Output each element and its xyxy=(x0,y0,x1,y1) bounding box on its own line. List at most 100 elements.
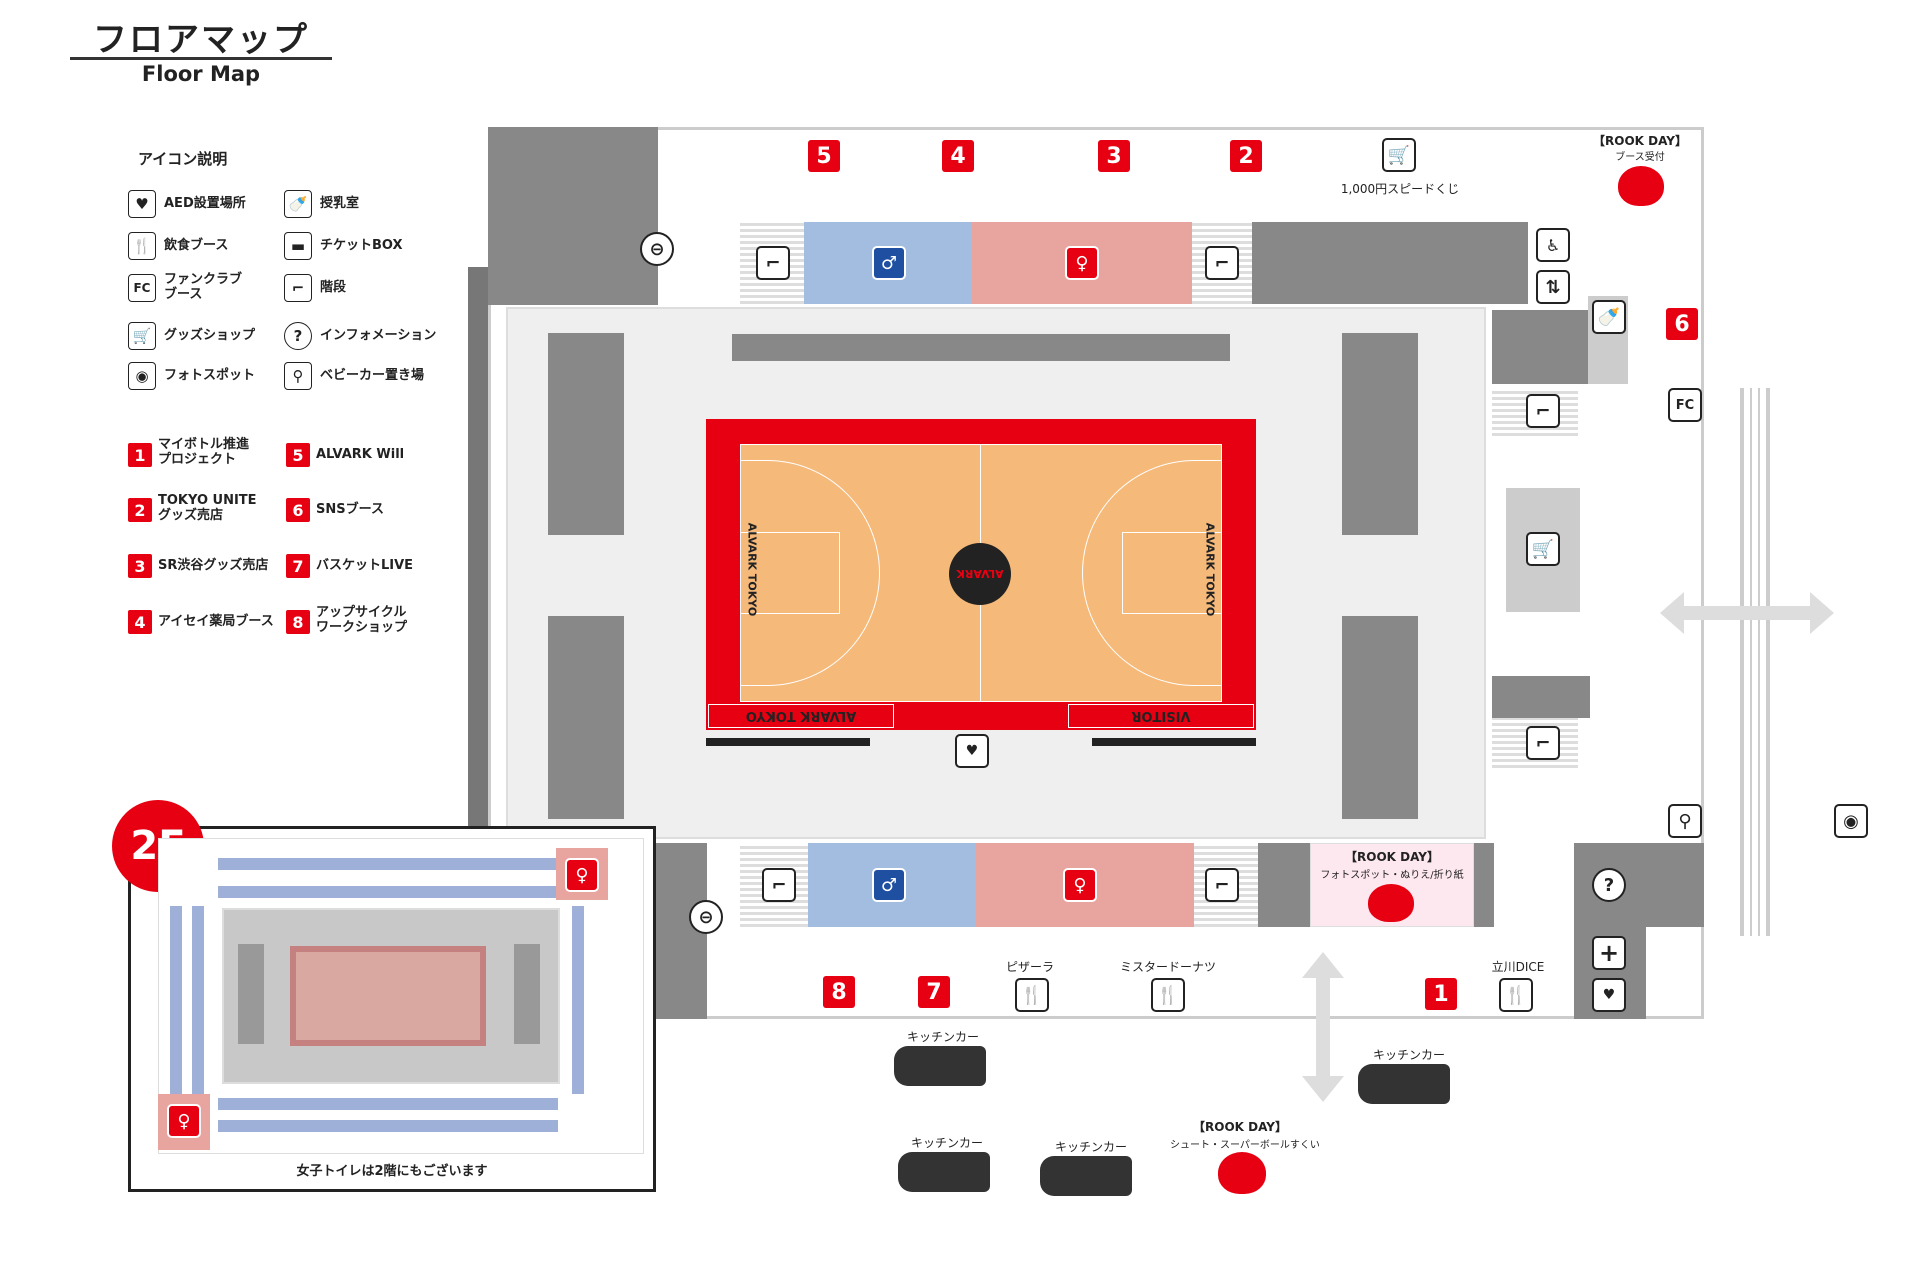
booth-number-3: 3 xyxy=(128,554,152,578)
kitchen-car xyxy=(1358,1064,1450,1104)
seating-right-top xyxy=(1342,333,1418,535)
camera-icon: ◉ xyxy=(128,362,156,390)
inset-seat-top-2 xyxy=(218,886,558,898)
kitchen-car-label: キッチンカー xyxy=(1372,1048,1445,1062)
paint-left xyxy=(740,532,840,614)
inset-seat-left-1 xyxy=(170,906,182,1094)
center-logo: ALVARK xyxy=(949,543,1011,605)
booth-label-1: マイボトル推進 プロジェクト xyxy=(158,437,250,467)
right-arrow-shaft xyxy=(1668,606,1826,620)
female-icon: ♀ xyxy=(1063,868,1097,902)
kitchen-car-label: キッチンカー xyxy=(910,1136,983,1150)
court-side-right: ALVARK TOKYO xyxy=(1203,522,1217,617)
booth-6-marker: 6 xyxy=(1666,308,1698,340)
upper-left-block xyxy=(488,127,658,305)
rook-bear-icon xyxy=(1218,1152,1266,1194)
inset-seat-top-1 xyxy=(218,858,558,870)
female-icon: ♀ xyxy=(167,1104,201,1138)
baseline-visitor: VISITOR xyxy=(1068,704,1254,728)
misdo-label: ミスタードーナツ xyxy=(1119,960,1216,974)
rook-bear-icon xyxy=(1368,884,1414,922)
arrow-left-head xyxy=(1660,592,1684,634)
booth-number-5: 5 xyxy=(286,443,310,467)
kitchen-car xyxy=(894,1046,986,1086)
bench-right xyxy=(1092,738,1256,746)
booth-label-2: TOKYO UNITE グッズ売店 xyxy=(158,493,257,523)
booth-number-7: 7 xyxy=(286,554,310,578)
shop-icon: 🛒 xyxy=(1382,138,1416,172)
booth-number-8: 8 xyxy=(286,610,310,634)
booth-4-marker: 4 xyxy=(942,140,974,172)
food-icon: 🍴 xyxy=(128,232,156,260)
bottom-block-2 xyxy=(1474,843,1494,927)
female-icon: ♀ xyxy=(1065,246,1099,280)
seating-right-bottom xyxy=(1342,616,1418,819)
female-icon: ♀ xyxy=(565,858,599,892)
male-icon: ♂ xyxy=(872,246,906,280)
rook-day-photo-sub: フォトスポット・ぬりえ/折り紙 xyxy=(1320,870,1464,881)
booth-label-7: バスケットLIVE xyxy=(316,558,414,573)
kitchen-car xyxy=(1040,1156,1132,1196)
rook-bear-icon xyxy=(1618,166,1664,206)
info-icon: ? xyxy=(284,322,312,350)
booth-5-marker: 5 xyxy=(808,140,840,172)
kitchen-car xyxy=(898,1152,990,1192)
seating-top xyxy=(732,334,1230,361)
stairs-icon: ⌐ xyxy=(1205,246,1239,280)
booth-label-3: SR渋谷グッズ売店 xyxy=(158,558,269,573)
booth-number-6: 6 xyxy=(286,498,310,522)
food-icon: 🍴 xyxy=(1015,978,1049,1012)
booth-number-4: 4 xyxy=(128,610,152,634)
no-entry-icon: ⊖ xyxy=(689,900,723,934)
inset-seat-left-2 xyxy=(192,906,204,1094)
stairs-icon: ⌐ xyxy=(1205,868,1239,902)
aed-icon: ♥ xyxy=(128,190,156,218)
food-icon: 🍴 xyxy=(1151,978,1185,1012)
booth-label-4: アイセイ薬局ブース xyxy=(158,614,274,629)
inset-block-right xyxy=(514,944,540,1044)
legend-heading: アイコン説明 xyxy=(138,150,228,168)
fanclub-icon: FC xyxy=(128,274,156,302)
bench-left xyxy=(706,738,870,746)
booth-2-marker: 2 xyxy=(1230,140,1262,172)
bottom-block xyxy=(1258,843,1310,927)
stairs-icon: ⌐ xyxy=(284,274,312,302)
no-entry-icon: ⊖ xyxy=(640,232,674,266)
booth-label-5: ALVARK Will xyxy=(316,447,405,462)
seating-left-bottom xyxy=(548,616,624,819)
page-title: フロアマップ xyxy=(93,20,309,60)
inset-court xyxy=(290,946,486,1046)
stroller-icon: ⚲ xyxy=(1668,804,1702,838)
nursing-room-icon: 🍼 xyxy=(284,190,312,218)
rook-day-bottom-label: 【ROOK DAY】 xyxy=(1193,1120,1287,1134)
baseline-home: ALVARK TOKYO xyxy=(708,704,894,728)
arrow-down-head xyxy=(1302,1076,1344,1102)
booth-1-marker: 1 xyxy=(1425,978,1457,1010)
camera-icon: ◉ xyxy=(1834,804,1868,838)
left-wall xyxy=(468,267,488,827)
ticket-icon: ▬ xyxy=(284,232,312,260)
shop-icon: 🛒 xyxy=(128,322,156,350)
nursing-room-icon: 🍼 xyxy=(1592,300,1626,334)
right-stairs xyxy=(1740,388,1770,936)
title-underline xyxy=(70,57,332,60)
right-block-1 xyxy=(1492,310,1588,384)
first-aid-icon: + xyxy=(1592,936,1626,970)
stairs-icon: ⌐ xyxy=(762,868,796,902)
booth-8-marker: 8 xyxy=(823,976,855,1008)
inset-seat-bottom-2 xyxy=(218,1120,558,1132)
inset-note: 女子トイレは2階にもございます xyxy=(296,1164,488,1179)
wheelchair-icon: ♿ xyxy=(1536,228,1570,262)
booth-label-6: SNSブース xyxy=(316,502,384,517)
aed-icon: ♥ xyxy=(955,734,989,768)
booth-number-2: 2 xyxy=(128,498,152,522)
kitchen-car-label: キッチンカー xyxy=(906,1030,979,1044)
fanclub-icon: FC xyxy=(1668,388,1702,422)
rook-day-top-label: 【ROOK DAY】 xyxy=(1593,134,1687,148)
rook-day-top-sub: ブース受付 xyxy=(1615,152,1665,163)
page-subtitle: Floor Map xyxy=(141,62,261,86)
stroller-icon: ⚲ xyxy=(284,362,312,390)
booth-label-8: アップサイクル ワークショップ xyxy=(316,605,408,635)
booth-7-marker: 7 xyxy=(918,976,950,1008)
tachikawa-label: 立川DICE xyxy=(1491,960,1545,974)
